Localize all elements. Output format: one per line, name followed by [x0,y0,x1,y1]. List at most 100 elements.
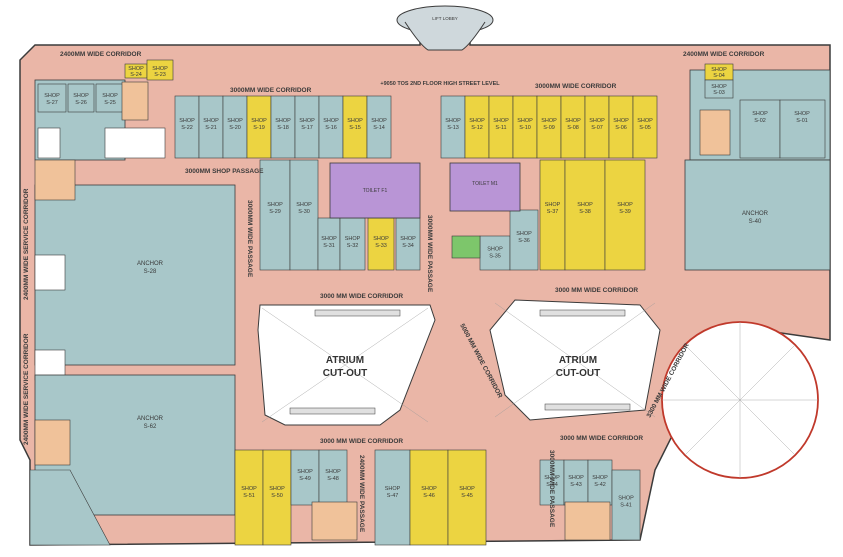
anchor-s40-line1: ANCHOR [742,211,769,217]
shop-s04-code: S-04 [713,73,725,79]
shop-s18[interactable] [270,95,296,159]
shop-s35-word: SHOP [487,246,503,252]
toilet-right[interactable] [449,162,521,212]
shop-s13[interactable] [440,95,466,159]
shop-s13-word: SHOP [445,118,461,124]
shop-s45[interactable] [447,449,487,546]
shop-corner-s23[interactable] [146,59,174,81]
shop-s27-word: SHOP [44,93,60,99]
shop-s30[interactable] [289,159,319,271]
shop-s16[interactable] [318,95,344,159]
stair-top-left [121,81,149,121]
shop-corner-s26[interactable] [67,83,95,113]
shop-corner-s02[interactable] [739,99,781,159]
shop-s50[interactable] [262,449,292,546]
shop-s08[interactable] [560,95,586,159]
shop-s45-code: S-45 [461,493,473,499]
shop-s46[interactable] [409,449,449,546]
shop-s34-word: SHOP [400,236,416,242]
atrium-left-diag-2 [261,307,429,423]
shop-s08-code: S-08 [567,125,579,131]
shop-s33[interactable] [367,217,395,271]
shop-s39[interactable] [604,159,646,271]
shop-s11-word: SHOP [493,118,509,124]
stair-bottom-right [564,501,611,541]
lift-lobby-top: LIFT LOBBY [396,5,494,51]
green-room[interactable] [451,235,481,259]
shop-s51[interactable] [234,449,264,546]
shop-s06[interactable] [608,95,634,159]
shop-s37-code: S-37 [547,209,559,215]
lift-lobby-label: LIFT LOBBY [432,16,457,21]
shop-s12[interactable] [464,95,490,159]
shop-s42[interactable] [587,459,613,506]
shop-corner-s27[interactable] [37,83,67,113]
service-room-tl [104,127,166,159]
shop-s50-code: S-50 [271,493,283,499]
shop-s35[interactable] [479,235,511,271]
stair-top-right [699,109,731,156]
toilet-left-label: TOILET F1 [363,188,388,194]
shop-s09-code: S-09 [543,125,555,131]
corridor-bottom-right: 3000 MM WIDE CORRIDOR [560,435,643,442]
escalator-left-bottom [289,407,376,415]
shop-s38[interactable] [564,159,606,271]
shop-s42-code: S-42 [594,482,606,488]
shop-corner-s25[interactable] [95,83,125,113]
shop-s48[interactable] [318,449,348,506]
shop-s34[interactable] [395,217,421,271]
shop-s44[interactable] [539,459,565,506]
shop-s12-code: S-12 [471,125,483,131]
shop-s15[interactable] [342,95,368,159]
shop-s48-code: S-48 [327,476,339,482]
shop-s17[interactable] [294,95,320,159]
stair-left-2 [34,419,71,466]
corridor-bottom-passage: 2400MM WIDE PASSAGE [358,455,365,533]
shop-s22-word: SHOP [179,118,195,124]
shop-s32-code: S-32 [347,243,359,249]
shop-s20[interactable] [222,95,248,159]
shop-s09[interactable] [536,95,562,159]
atrium-left-line1: ATRIUM [326,355,364,366]
shop-s21[interactable] [198,95,224,159]
shop-s43[interactable] [563,459,589,506]
shop-s03-code: S-03 [713,90,725,96]
shop-s44-word: SHOP [544,475,560,481]
shop-s49[interactable] [290,449,320,506]
shop-s41[interactable] [611,469,641,541]
shop-s33-code: S-33 [375,243,387,249]
anchor-s40[interactable] [684,159,831,271]
toilet-left[interactable] [329,162,421,219]
shop-s47-word: SHOP [385,486,401,492]
shop-s10-code: S-10 [519,125,531,131]
shop-corner-s03[interactable] [704,79,734,99]
shop-s18-code: S-18 [277,125,289,131]
corridor-middle-left: 3000 MM WIDE CORRIDOR [320,293,403,300]
shop-s20-code: S-20 [229,125,241,131]
shop-corner-s01[interactable] [779,99,826,159]
shop-s29[interactable] [259,159,291,271]
shop-s02-code: S-02 [754,118,766,124]
shop-s07[interactable] [584,95,610,159]
shop-s36-word: SHOP [516,231,532,237]
shop-s49-word: SHOP [297,469,313,475]
shop-s10-word: SHOP [517,118,533,124]
shop-s51-code: S-51 [243,493,255,499]
shop-s39-word: SHOP [617,202,633,208]
shop-s37-word: SHOP [545,202,561,208]
shop-s39-code: S-39 [619,209,631,215]
shop-s05[interactable] [632,95,658,159]
shop-s12-word: SHOP [469,118,485,124]
shops-top-row: SHOPS-22SHOPS-21SHOPS-20SHOPS-19SHOPS-18… [174,95,658,159]
corridor-wide-passage-left: 3000MM WIDE PASSAGE [246,200,253,278]
shop-s14[interactable] [366,95,392,159]
shop-s37[interactable] [539,159,566,271]
shop-s29-code: S-29 [269,209,281,215]
shop-s13-code: S-13 [447,125,459,131]
shop-s32[interactable] [339,217,366,271]
shop-s47-code: S-47 [387,493,399,499]
shop-s10[interactable] [512,95,538,159]
shop-s36[interactable] [509,209,539,271]
anchor-s28-line2: S-28 [144,269,157,275]
